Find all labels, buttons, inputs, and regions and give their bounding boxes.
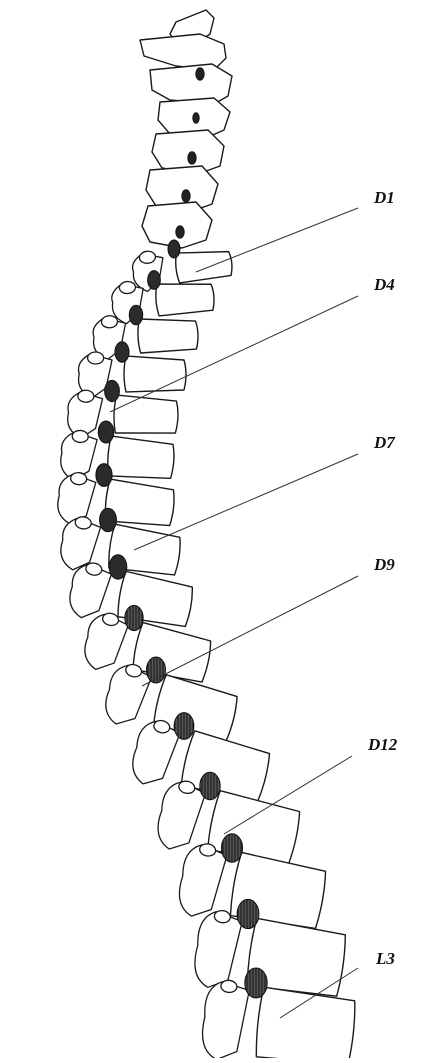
label-d4: D4	[373, 275, 395, 294]
vertebral-body	[254, 987, 357, 1058]
level-labels: D1 D4 D7 D9 D12 L3	[367, 188, 398, 968]
intervertebral-foramen	[245, 968, 268, 998]
intervertebral-foramen	[115, 342, 129, 362]
intervertebral-foramen	[221, 834, 242, 862]
vertebral-body	[107, 436, 176, 481]
cervical-foramen	[196, 68, 204, 80]
intervertebral-foramen	[98, 421, 114, 443]
posterior-process	[175, 840, 228, 920]
intervertebral-foramen	[109, 555, 127, 579]
intervertebral-foramen	[96, 464, 112, 487]
leader-line	[196, 208, 358, 272]
intervertebral-foramen	[168, 240, 180, 258]
posterior-process	[200, 978, 250, 1058]
label-d1: D1	[373, 188, 395, 207]
posterior-process	[81, 609, 130, 674]
intervertebral-foramen	[174, 713, 194, 740]
intervertebral-foramen	[237, 899, 259, 928]
vertebral-body	[137, 317, 198, 353]
cervical-foramen	[176, 226, 184, 238]
intervertebral-foramen	[129, 305, 142, 325]
intervertebral-foramen	[125, 605, 143, 630]
label-d9: D9	[373, 555, 395, 574]
cervical-foramen	[188, 152, 196, 164]
vertebral-body	[113, 395, 178, 435]
cervical-foramen	[182, 190, 190, 202]
vertebral-body	[174, 247, 233, 283]
intervertebral-foramen	[148, 271, 161, 290]
intervertebral-foramen	[105, 380, 120, 401]
vertebral-body	[124, 356, 186, 392]
label-d12: D12	[367, 735, 398, 754]
label-d7: D7	[373, 433, 396, 452]
label-l3: L3	[375, 949, 395, 968]
intervertebral-foramen	[100, 508, 117, 532]
posterior-process	[191, 908, 243, 991]
posterior-process	[56, 471, 97, 526]
cervical-foramen	[193, 113, 199, 123]
cervical-vertebra	[150, 64, 232, 104]
intervertebral-foramen	[200, 772, 220, 800]
cervical-vertebrae	[140, 10, 232, 248]
leader-line	[110, 296, 358, 412]
vertebral-body	[155, 280, 215, 316]
